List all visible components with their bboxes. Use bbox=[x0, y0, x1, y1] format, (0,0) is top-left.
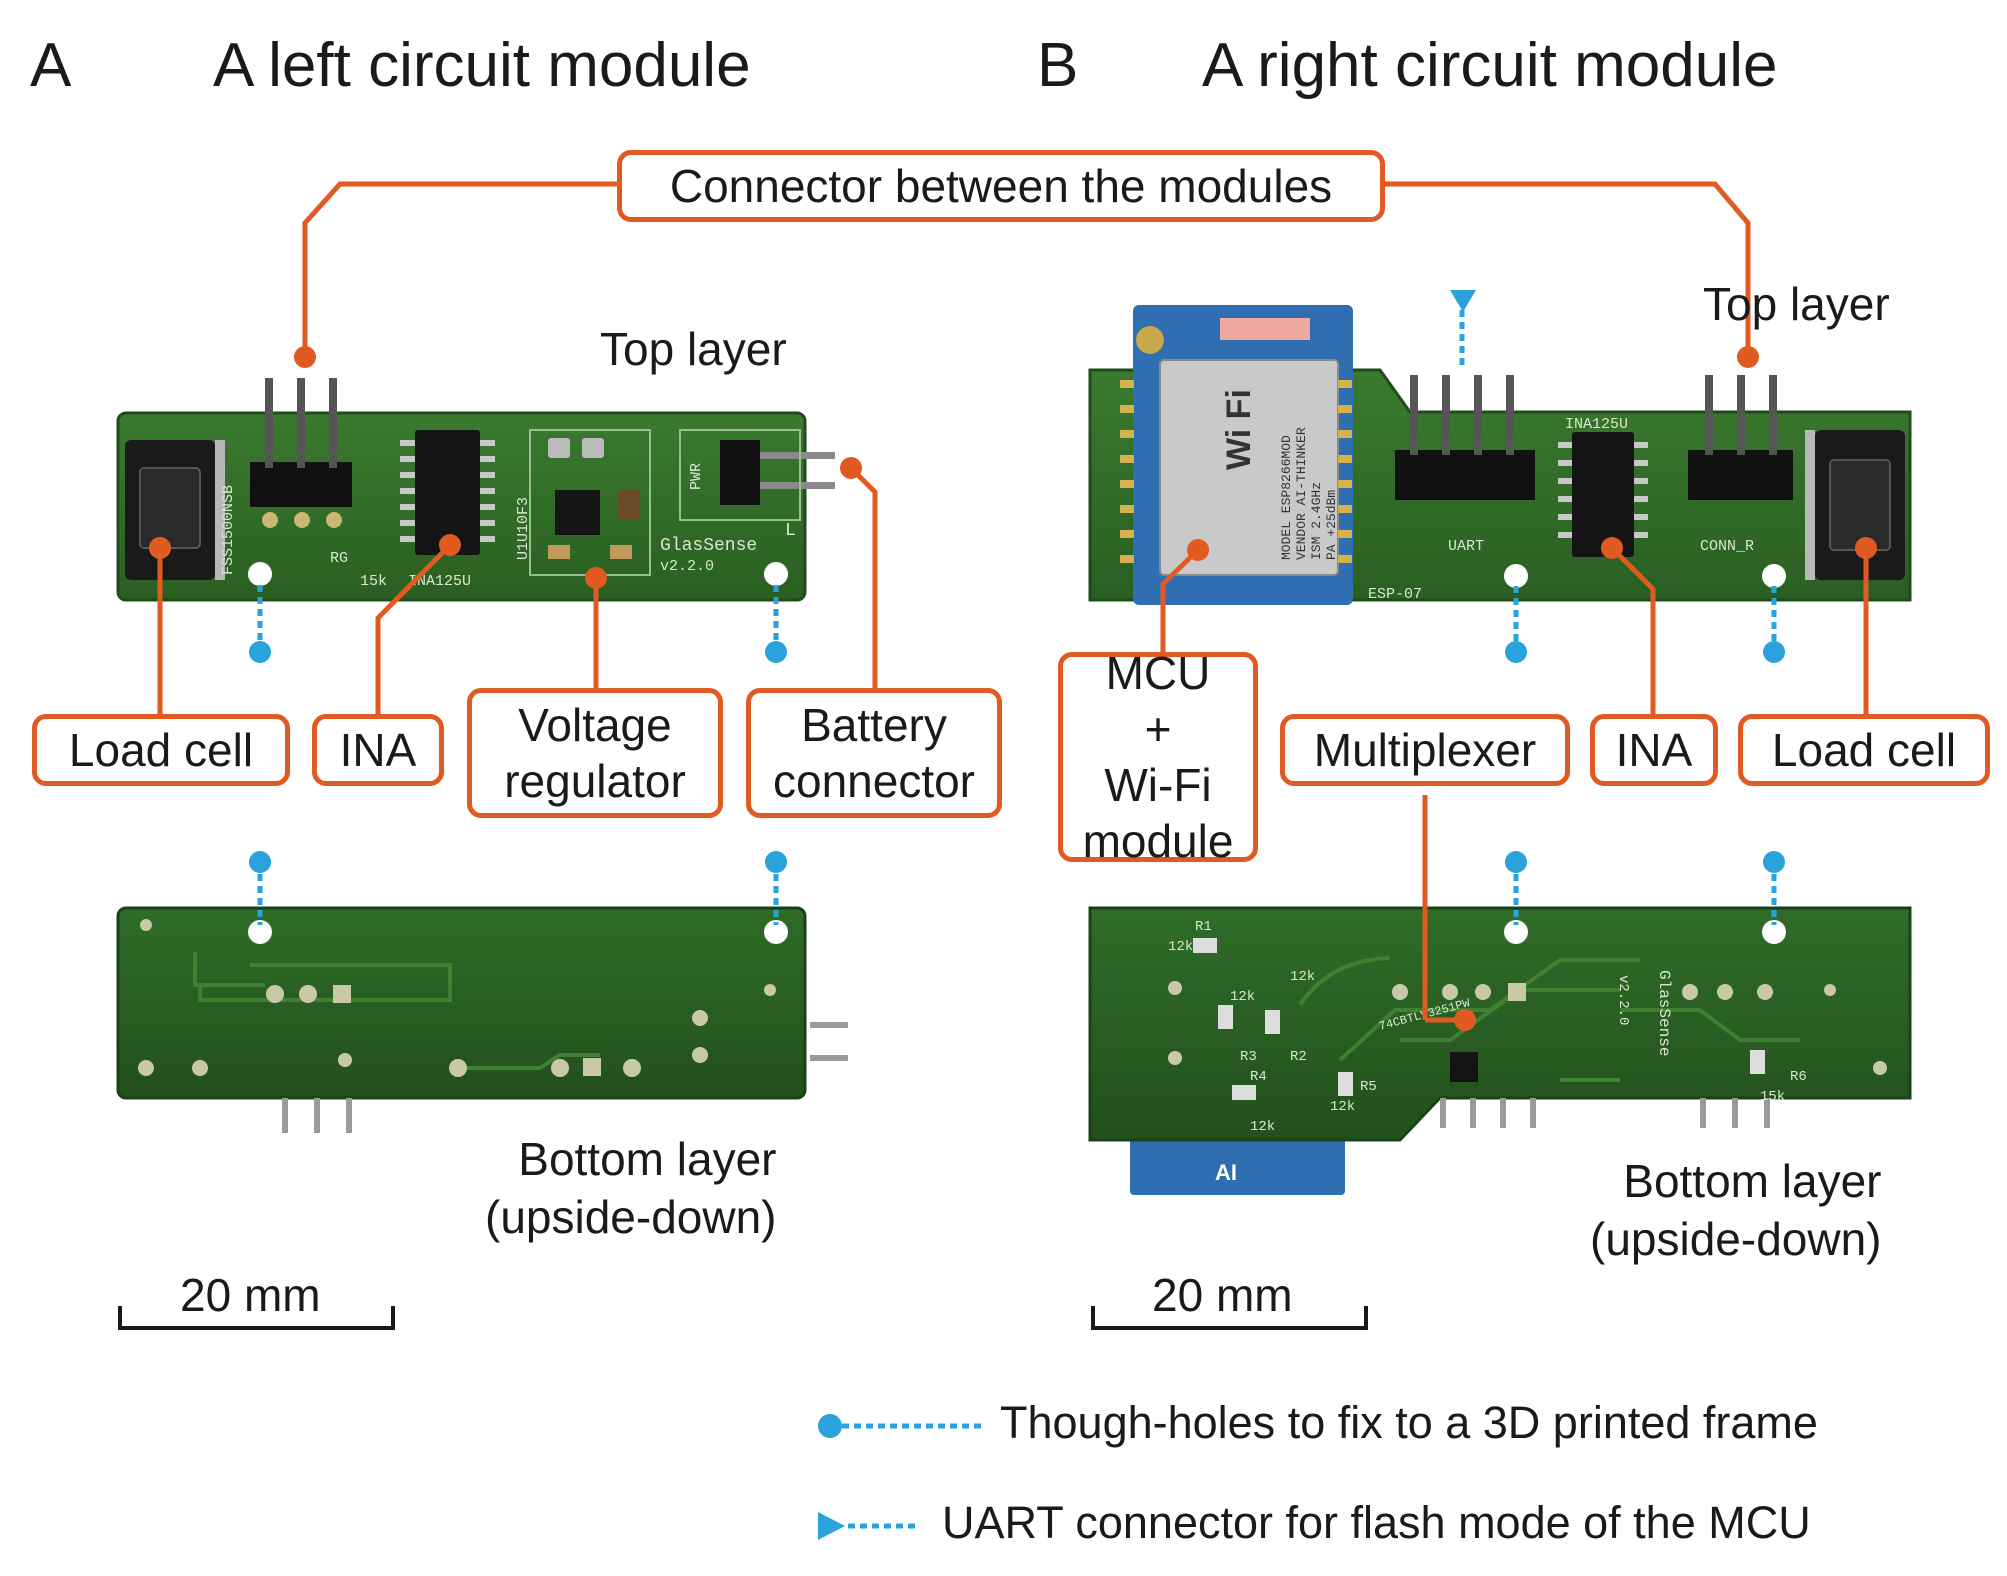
svg-text:UART: UART bbox=[1448, 538, 1484, 555]
through-hole-dotted-lines bbox=[257, 310, 1777, 925]
svg-text:FSS1500NSB: FSS1500NSB bbox=[220, 485, 237, 575]
callout-connector-between-modules: Connector between the modules bbox=[617, 150, 1385, 222]
panel-letter-b: B bbox=[1037, 31, 1079, 100]
callout-mcu-wifi-module: MCU + Wi-Fi module bbox=[1058, 647, 1258, 867]
svg-text:12k: 12k bbox=[1290, 969, 1315, 985]
svg-text:PWR: PWR bbox=[688, 463, 705, 490]
callout-battery-connector: Battery connector bbox=[746, 688, 1002, 818]
callout-left-load-cell: Load cell bbox=[32, 714, 290, 786]
svg-text:GlasSense: GlasSense bbox=[1655, 970, 1673, 1056]
label-bottom-layer-right: Bottom layer (upside-down) bbox=[1590, 1155, 1882, 1265]
left-top-hole-2 bbox=[764, 562, 788, 586]
label-bottom-layer-left: Bottom layer (upside-down) bbox=[485, 1133, 777, 1243]
svg-text:VENDOR AI-THINKER: VENDOR AI-THINKER bbox=[1294, 427, 1309, 560]
panel-title-right: A right circuit module bbox=[1202, 31, 1778, 100]
svg-text:R1: R1 bbox=[1195, 919, 1212, 935]
svg-text:L: L bbox=[785, 521, 796, 541]
right-wifi-module: Wi Fi MODEL ESP8266MOD VENDOR AI-THINKER… bbox=[1120, 305, 1353, 605]
svg-text:GlasSense: GlasSense bbox=[660, 536, 757, 556]
svg-text:12k: 12k bbox=[1168, 939, 1193, 955]
right-ina-chip bbox=[1558, 432, 1648, 557]
svg-text:v2.2.0: v2.2.0 bbox=[660, 558, 714, 575]
scale-label-right: 20 mm bbox=[1152, 1269, 1293, 1321]
callout-right-ina: INA bbox=[1590, 714, 1718, 786]
legend-uart-connector: UART connector for flash mode of the MCU bbox=[942, 1497, 1811, 1548]
orange-leader-lines bbox=[157, 181, 1869, 1020]
svg-text:Wi Fi: Wi Fi bbox=[1220, 389, 1258, 470]
svg-text:INA125U: INA125U bbox=[408, 573, 471, 590]
left-ina-chip bbox=[400, 430, 495, 555]
left-top-hole-1 bbox=[248, 562, 272, 586]
right-uart-header bbox=[1395, 375, 1535, 500]
label-top-layer-left: Top layer bbox=[600, 323, 787, 375]
uart-triangle-marker bbox=[1450, 290, 1476, 312]
svg-text:U1U10F3: U1U10F3 bbox=[515, 497, 532, 560]
svg-text:15k: 15k bbox=[360, 573, 387, 590]
svg-text:R3: R3 bbox=[1240, 1049, 1257, 1065]
orange-leader-dots bbox=[149, 346, 1877, 1031]
left-top-board: FSS1500NSB RG 15k INA125U U1U10F3 PWR Gl… bbox=[116, 378, 835, 602]
svg-text:12k: 12k bbox=[1330, 1099, 1355, 1115]
svg-text:R5: R5 bbox=[1360, 1079, 1377, 1095]
svg-text:v2.2.0: v2.2.0 bbox=[1615, 975, 1631, 1025]
label-top-layer-right: Top layer bbox=[1703, 278, 1890, 330]
callout-right-load-cell: Load cell bbox=[1738, 714, 1990, 786]
svg-text:AI: AI bbox=[1215, 1160, 1237, 1185]
svg-text:ESP-07: ESP-07 bbox=[1368, 586, 1422, 603]
right-top-board: Wi Fi MODEL ESP8266MOD VENDOR AI-THINKER… bbox=[1088, 305, 1912, 605]
svg-text:12k: 12k bbox=[1230, 989, 1255, 1005]
right-conn-header bbox=[1688, 375, 1793, 500]
callout-left-ina: INA bbox=[312, 714, 444, 786]
left-conn-header bbox=[250, 378, 352, 528]
left-battery-connector-pins bbox=[679, 429, 835, 521]
svg-text:R6: R6 bbox=[1790, 1069, 1807, 1085]
svg-text:ISM 2.4GHz: ISM 2.4GHz bbox=[1309, 482, 1324, 560]
svg-text:PA +25dBm: PA +25dBm bbox=[1324, 490, 1339, 560]
svg-text:INA125U: INA125U bbox=[1565, 416, 1628, 433]
svg-text:RG: RG bbox=[330, 550, 348, 567]
svg-text:R4: R4 bbox=[1250, 1069, 1267, 1085]
panel-title-left: A left circuit module bbox=[213, 31, 751, 100]
left-voltage-regulator bbox=[529, 429, 651, 576]
svg-text:12k: 12k bbox=[1250, 1119, 1275, 1135]
left-load-cell-sensor bbox=[125, 440, 225, 580]
legend-through-holes: Though-holes to fix to a 3D printed fram… bbox=[1000, 1397, 1818, 1448]
panel-letter-a: A bbox=[30, 31, 72, 100]
right-load-cell-sensor bbox=[1805, 430, 1905, 580]
left-bottom-board bbox=[116, 906, 848, 1133]
callout-multiplexer: Multiplexer bbox=[1280, 714, 1570, 786]
callout-voltage-regulator: Voltage regulator bbox=[467, 688, 723, 818]
svg-text:CONN_R: CONN_R bbox=[1700, 538, 1754, 555]
svg-text:MODEL ESP8266MOD: MODEL ESP8266MOD bbox=[1279, 435, 1294, 560]
svg-text:15k: 15k bbox=[1760, 1089, 1785, 1105]
scale-label-left: 20 mm bbox=[180, 1269, 321, 1321]
svg-text:74CBTLV3251PW: 74CBTLV3251PW bbox=[1377, 996, 1472, 1034]
svg-text:R2: R2 bbox=[1290, 1049, 1307, 1065]
